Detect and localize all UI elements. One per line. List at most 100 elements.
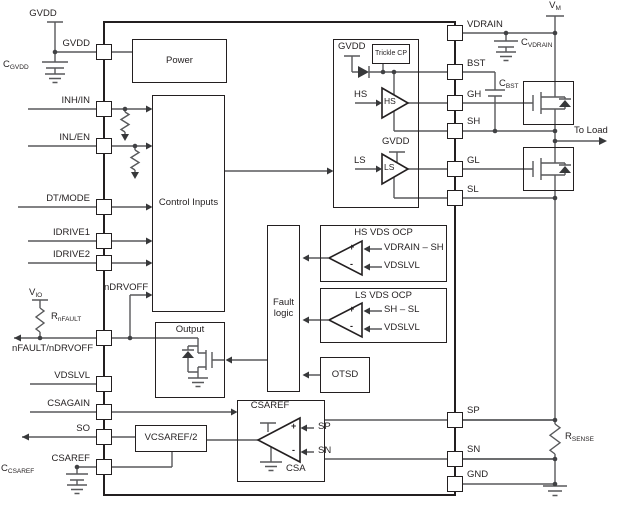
pin-gl <box>447 161 463 177</box>
gvdd-supply-label: GVDD <box>29 8 57 19</box>
fault-logic-block: Fault logic <box>267 225 300 392</box>
wires-gate-driver <box>344 55 555 199</box>
trickle-cp-block: Trickle CP <box>372 44 410 64</box>
ls-fet-box <box>523 147 574 191</box>
csa-minus-sign: - <box>292 445 295 455</box>
csa-amplifier <box>256 416 301 464</box>
otsd-block: OTSD <box>320 357 370 393</box>
driver-gvdd-ls-label: GVDD <box>382 136 410 147</box>
hs-ocp-minus-sign: - <box>350 259 353 269</box>
csa-plus-sign: + <box>291 421 297 431</box>
vm-supply-label: VM <box>549 0 561 12</box>
csa-ref-label: CSAREF <box>250 400 290 411</box>
c-csaref-label: CCSAREF <box>1 463 35 475</box>
csa-input-sp-label: SP <box>318 421 331 432</box>
control-inputs-block: Control Inputs <box>152 95 225 312</box>
to-load-label: To Load <box>574 125 608 136</box>
pin-sh <box>447 123 463 139</box>
c-vdrain-label: CVDRAIN <box>521 37 553 49</box>
driver-gvdd-hs-label: GVDD <box>338 41 366 52</box>
pin-inl <box>96 138 112 154</box>
hs-driver-label: HS <box>384 96 396 106</box>
hs-ocp-comparator <box>327 239 363 277</box>
pin-label-inl: INL/EN <box>59 132 90 143</box>
ls-body-diode <box>559 166 571 173</box>
pin-sl <box>447 190 463 206</box>
pin-gnd <box>447 476 463 492</box>
ls-vds-ocp-block <box>320 288 447 343</box>
ls-input-label: LS <box>354 155 366 166</box>
hs-input-label: HS <box>354 89 368 100</box>
hs-ocp-plus-sign: + <box>349 242 355 252</box>
ls-ocp-plus-sign: + <box>349 304 355 314</box>
pin-label-gl: GL <box>467 155 480 166</box>
pin-sp <box>447 412 463 428</box>
pin-csaref <box>96 459 112 475</box>
pin-bst <box>447 64 463 80</box>
pin-gvdd <box>96 44 112 60</box>
pin-label-sp: SP <box>467 405 480 416</box>
pin-gh <box>447 95 463 111</box>
pin-label-bst: BST <box>467 58 486 69</box>
pin-idrive1 <box>96 233 112 249</box>
hs-ocp-input-minus-label: VDSLVL <box>384 260 420 271</box>
ls-ocp-minus-sign: - <box>350 321 353 331</box>
hs-vds-ocp-title: HS VDS OCP <box>354 227 413 238</box>
pin-label-sl: SL <box>467 184 479 195</box>
pin-vdslvl <box>96 376 112 392</box>
output-body-diode <box>182 351 194 358</box>
output-block <box>155 322 225 398</box>
pin-label-dt-mode: DT/MODE <box>46 193 90 204</box>
c-bst-label: CBST <box>499 78 519 90</box>
ls-ocp-comparator <box>327 301 363 339</box>
ls-ocp-input-minus-label: VDSLVL <box>384 322 420 333</box>
output-mosfet <box>182 338 267 388</box>
c-gvdd-label: CGVDD <box>3 59 29 71</box>
power-block: Power <box>132 39 227 83</box>
ls-power-mosfet <box>532 147 571 191</box>
diodes <box>182 66 571 358</box>
vcsaref2-block: VCSAREF/2 <box>135 425 207 452</box>
ls-driver-label: LS <box>384 162 395 172</box>
pin-dt-mode <box>96 199 112 215</box>
pin-label-gvdd: GVDD <box>62 38 90 49</box>
pin-idrive2 <box>96 255 112 271</box>
pin-label-vdrain: VDRAIN <box>467 19 503 30</box>
ls-ocp-input-plus-label: SH – SL <box>384 304 420 315</box>
csa-block <box>237 400 325 482</box>
pin-label-gnd: GND <box>467 469 489 480</box>
pin-label-so: SO <box>76 423 90 434</box>
r-nfault-label: RnFAULT <box>51 311 82 323</box>
pin-sn <box>447 451 463 467</box>
pin-label-gh: GH <box>467 89 482 100</box>
gate-driver-block <box>333 39 419 208</box>
pin-label-csaref: CSAREF <box>51 453 90 464</box>
pin-label-nfault: nFAULT/nDRVOFF <box>12 343 93 354</box>
hs-power-mosfet <box>532 81 571 125</box>
pin-label-csagain: CSAGAIN <box>47 398 90 409</box>
pin-label-idrive2: IDRIVE2 <box>53 249 90 260</box>
csa-input-sn-label: SN <box>318 445 332 456</box>
csa-name-label: CSA <box>286 463 306 474</box>
pin-nfault <box>96 330 112 346</box>
ndrvoff-label: nDRVOFF <box>104 282 149 293</box>
junction-dots <box>37 30 558 487</box>
pin-label-sh: SH <box>467 116 481 127</box>
pin-label-idrive1: IDRIVE1 <box>53 227 90 238</box>
v-io-label: VIO <box>29 287 43 299</box>
hs-fet-box <box>523 81 574 125</box>
hs-vds-ocp-block <box>320 225 447 282</box>
bst-diode <box>358 66 369 78</box>
output-block-label: Output <box>175 324 205 335</box>
hs-ocp-input-plus-label: VDRAIN – SH <box>384 242 444 253</box>
r-sense-label: RSENSE <box>565 431 594 443</box>
pin-csagain <box>96 404 112 420</box>
pin-inh <box>96 101 112 117</box>
pin-label-sn: SN <box>467 444 481 455</box>
hs-body-diode <box>559 100 571 107</box>
pin-vdrain <box>447 25 463 41</box>
pin-label-inh: INH/IN <box>61 95 91 106</box>
ls-vds-ocp-title: LS VDS OCP <box>354 290 413 301</box>
